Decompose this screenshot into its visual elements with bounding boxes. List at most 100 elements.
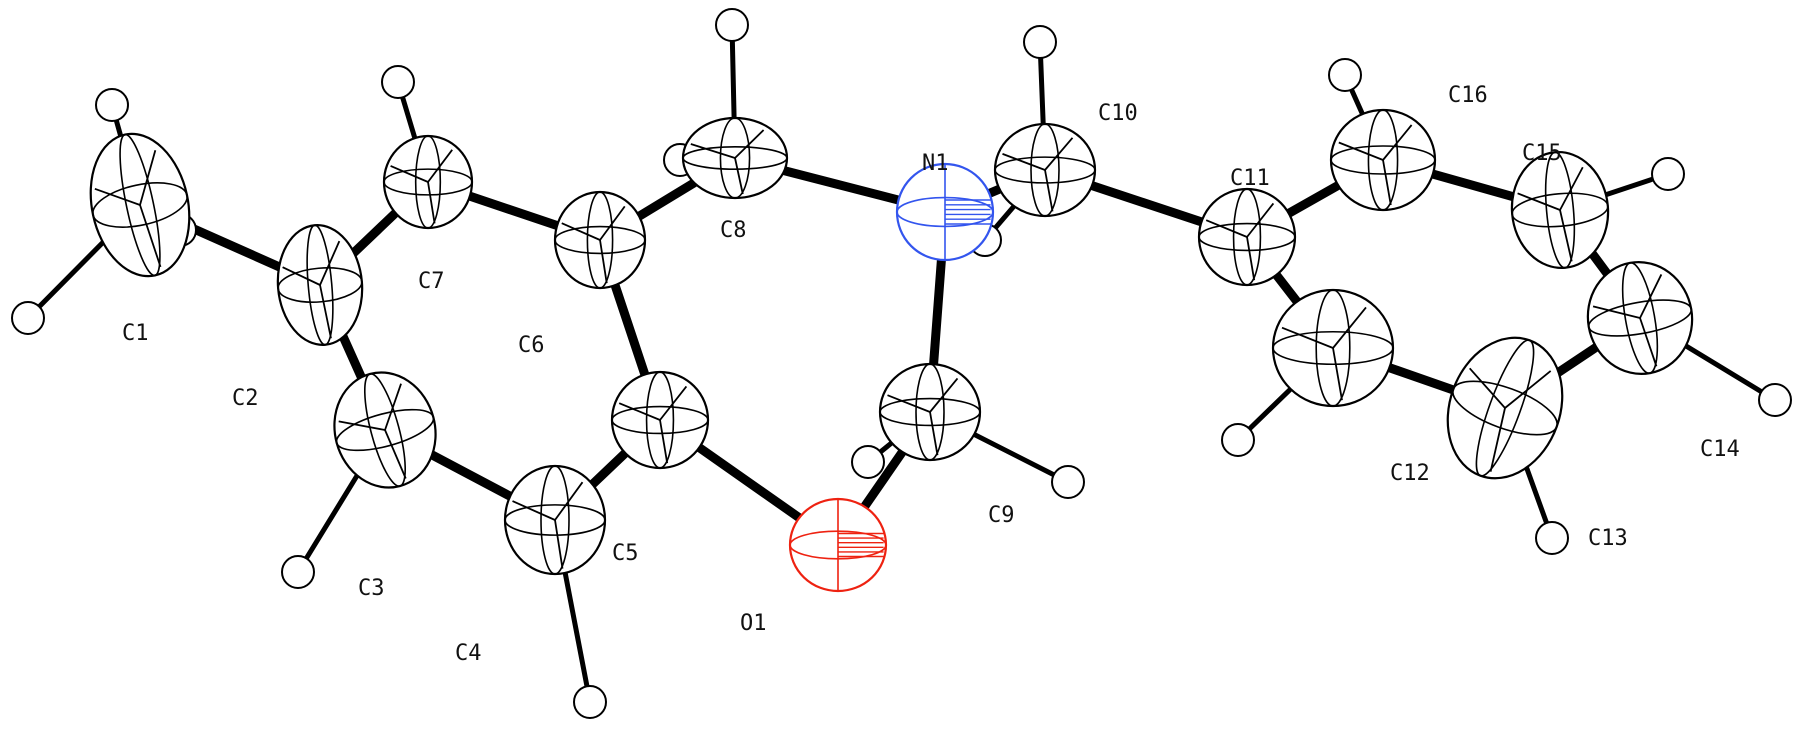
atom-C13 [1446,336,1564,480]
ellipsoid-wedge-C6-2 [599,239,608,284]
ellipsoid-wedge-C8-0 [690,143,736,159]
ellipsoid-axis-b-C3 [363,373,407,487]
ellipsoid-axis-b-C8 [719,117,751,199]
ellipsoid-axis-a-C4 [504,504,606,536]
ellipsoid-wedge-C6-0 [561,222,601,241]
ellipsoid-wedge-C3-0 [338,420,386,431]
atom-label-C7: C7 [418,269,445,294]
ellipsoid-axis-b-C13 [1475,339,1535,477]
hydrogen-atom-H1B [11,301,45,335]
atom-label-N1: N1 [922,151,949,176]
ellipsoid-wedge-C10-0 [1002,153,1046,171]
atom-C11 [1197,187,1297,287]
ellipsoid-wedge-C7-2 [427,181,436,224]
ellipsoid-wedge-C8-2 [734,157,744,195]
ellipsoid-axis-b-C7 [414,135,442,229]
ellipsoid-axis-a-C13 [1452,380,1558,436]
ellipsoid-axis-b-C9 [915,363,945,461]
ellipsoid-wedge-C13-1 [1504,370,1552,409]
ellipsoid-axis-b-C11 [1232,188,1262,286]
atom-C6 [553,190,647,290]
atom-label-C2: C2 [232,386,259,411]
ellipsoid-wedge-C2-1 [319,240,341,286]
ellipsoid-axis-a-C16 [1330,145,1436,175]
hydrogen-atom-H9B [1051,465,1085,499]
atom-label-C1: C1 [122,321,149,346]
ellipsoid-wedge-C6-1 [599,205,626,241]
ellipsoid-axis-a-C6 [554,225,646,255]
ellipsoid-wedge-C16-1 [1382,124,1413,161]
ellipsoid-wedge-C5-1 [659,385,688,421]
hydrogen-atom-H4 [573,685,607,719]
atom-C2 [276,224,364,346]
ellipsoid-axis-a-C5 [611,405,709,435]
ellipsoid-wedge-C9-1 [929,377,959,413]
hydrogen-atom-H7 [381,65,415,99]
ellipsoid-axis-a-C15 [1511,192,1609,228]
ellipsoid-wedge-C7-1 [427,149,453,183]
ellipsoid-wedge-C4-0 [512,500,556,521]
atom-C3 [333,371,437,489]
ellipsoid-axis-b-C16 [1367,109,1399,211]
atom-C9 [878,362,982,462]
ellipsoid-wedge-C4-1 [554,481,584,521]
ellipsoid-wedge-C13-0 [1469,367,1506,409]
hydrogen-atom-H1A [95,88,129,122]
ellipsoid-wedge-C5-0 [618,402,661,421]
atom-C14 [1586,261,1694,375]
ellipsoid-wedge-C2-2 [319,284,332,339]
hydrogen-atom-H9A [851,445,885,479]
atom-label-C3: C3 [358,576,385,601]
ellipsoid-axis-b-C5 [645,371,675,469]
ellipsoid-wedge-C4-2 [554,519,564,569]
hydrogen-atom-H16 [1328,58,1362,92]
ellipsoid-axis-b-C6 [586,191,614,289]
ellipsoid-axis-b-C4 [540,465,570,575]
atom-C5 [610,370,710,470]
atom-label-C9: C9 [988,503,1015,528]
atom-label-C8: C8 [720,218,747,243]
ellipsoid-wedge-C15-2 [1559,209,1573,262]
ellipsoid-axis-a-C11 [1198,222,1296,252]
ellipsoid-wedge-C14-1 [1639,274,1663,319]
hydrogen-atom-H3 [281,555,315,589]
ellipsoid-wedge-C8-1 [734,129,765,159]
atom-label-C11: C11 [1230,166,1270,191]
ellipsoid-wedge-C13-2 [1489,407,1506,472]
ellipsoid-wedge-C1-2 [139,204,162,268]
ellipsoid-wedge-C16-2 [1382,159,1392,206]
atom-label-C14: C14 [1700,437,1740,462]
ellipsoid-axis-a-C12 [1272,330,1394,366]
ellipsoid-wedge-C11-1 [1246,202,1275,238]
ellipsoid-wedge-C9-0 [887,394,931,413]
atom-C12 [1271,288,1395,408]
ellipsoid-wedge-C5-2 [659,419,669,464]
ellipsoid-wedge-C16-0 [1338,141,1384,161]
heavy-atoms [89,108,1694,593]
ellipsoid-axis-b-C12 [1315,289,1351,407]
ellipsoid-axis-b-C10 [1030,123,1060,217]
ellipsoid-wedge-C10-2 [1044,169,1054,212]
hydrogen-atom-H12 [1221,423,1255,457]
ellipsoid-wedge-C12-0 [1281,326,1334,349]
atom-label-C10: C10 [1098,101,1138,126]
hydrogen-atom-H13 [1535,521,1569,555]
atom-C16 [1329,108,1437,212]
ellipsoid-wedge-C12-2 [1332,347,1343,401]
ellipsoid-wedge-C14-2 [1639,317,1658,367]
ellipsoid-axis-a-C10 [994,156,1096,184]
ellipsoid-wedge-C12-1 [1332,306,1367,349]
ellipsoid-wedge-C9-2 [929,411,939,456]
ellipsoid-axis-a-C14 [1587,299,1693,337]
ellipsoid-axis-b-C14 [1621,261,1659,375]
hydrogen-atom-H8A [715,8,749,42]
atom-N1 [895,162,995,262]
ellipsoid-wedge-C1-1 [139,149,157,206]
atom-C15 [1510,150,1610,270]
atom-C4 [503,464,607,576]
hydrogen-atom-H15 [1651,157,1685,191]
atom-label-C15: C15 [1522,141,1562,166]
atom-label-O1: O1 [740,611,767,636]
